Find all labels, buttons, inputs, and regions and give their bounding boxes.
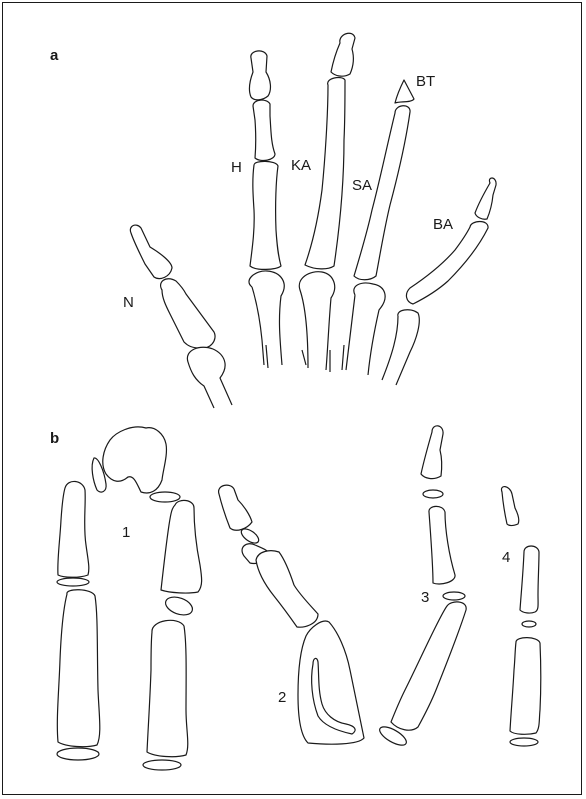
case-3 <box>377 426 466 749</box>
finger-h <box>249 51 284 365</box>
finger-ka <box>299 33 355 370</box>
label-h: H <box>231 159 242 176</box>
case-4 <box>501 487 540 746</box>
case-number-1: 1 <box>122 524 130 541</box>
panel-a-hand: N H KA SA BT BA <box>123 33 496 408</box>
panel-b-label: b <box>50 430 59 447</box>
label-n: N <box>123 294 134 311</box>
case-2 <box>219 485 364 744</box>
label-sa: SA <box>352 177 372 194</box>
label-ka: KA <box>291 157 311 174</box>
case-1 <box>57 427 202 770</box>
case-number-3: 3 <box>421 589 429 606</box>
finger-ba <box>382 178 496 385</box>
case-number-4: 4 <box>502 549 510 566</box>
label-bt: BT <box>416 73 435 90</box>
panel-a-label: a <box>50 47 59 64</box>
label-ba: BA <box>433 216 453 233</box>
finger-n <box>130 225 232 408</box>
case-number-2: 2 <box>278 689 286 706</box>
